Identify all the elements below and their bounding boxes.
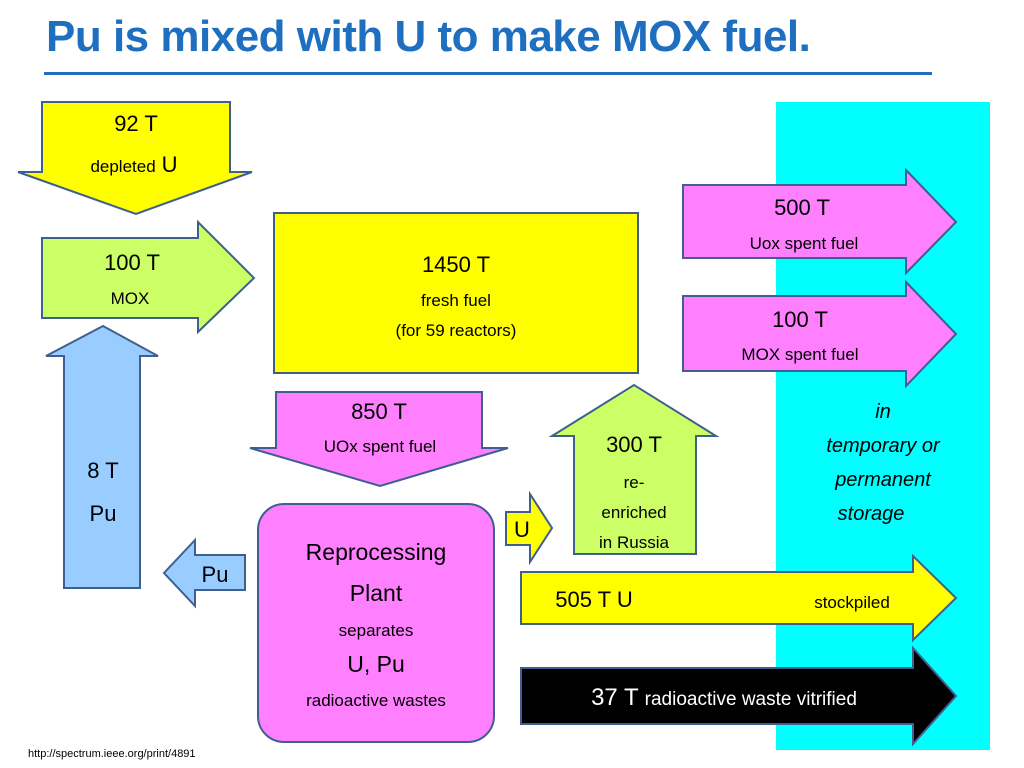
reprocessing-line-4: U, Pu (347, 651, 405, 677)
uox-spent-fuel-down-arrow-shape (249, 391, 509, 488)
reprocessing-plant-box: Reprocessing Plant separates U, Pu radio… (257, 503, 495, 743)
uox-spent-fuel-down-amount: 850 T (351, 399, 407, 424)
uranium-right-arrow-shape (505, 490, 554, 566)
plutonium-left-label: Pu (202, 562, 229, 587)
plutonium-up-amount: 8 T (87, 458, 118, 483)
fresh-fuel-amount: 1450 T (422, 252, 490, 277)
reenriched-amount: 300 T (606, 432, 662, 457)
reprocessing-line-3: separates (339, 621, 414, 640)
depleted-uranium-amount: 92 T (114, 111, 158, 136)
plutonium-left-arrow-shape (162, 537, 246, 609)
storage-label: in temporary or permanent storage (826, 401, 941, 525)
mox-input-arrow-shape (41, 219, 256, 335)
fresh-fuel-line-2: (for 59 reactors) (396, 321, 517, 340)
plutonium-left-arrow: Pu (162, 537, 246, 609)
storage-line-4: storage (838, 503, 905, 525)
stockpiled-uranium-arrow: 505 T U stockpiled (520, 553, 958, 643)
source-url: http://spectrum.ieee.org/print/4891 (28, 748, 196, 760)
depleted-uranium-arrow-shape (17, 101, 253, 216)
title-underline (44, 72, 932, 75)
mox-spent-fuel-output-arrow: 100 T MOX spent fuel (682, 279, 958, 389)
reprocessing-line-5: radioactive wastes (306, 691, 446, 710)
fresh-fuel-box: 1450 T fresh fuel (for 59 reactors) (273, 212, 639, 374)
mox-spent-fuel-output-desc: MOX spent fuel (741, 345, 858, 364)
reenriched-line-2: enriched (601, 503, 666, 522)
uox-spent-fuel-output-amount: 500 T (774, 195, 830, 220)
mox-input-arrow: 100 T MOX (41, 219, 256, 335)
plutonium-up-desc: Pu (90, 501, 117, 526)
mox-spent-fuel-output-arrow-shape (682, 279, 958, 389)
reenriched-line-1: re- (624, 473, 645, 492)
uox-spent-fuel-output-arrow-shape (682, 167, 958, 276)
reprocessing-plant-box-shape (257, 503, 495, 743)
reenriched-up-arrow-shape (548, 383, 720, 555)
reprocessing-line-1: Reprocessing (306, 539, 447, 565)
mox-spent-fuel-output-amount: 100 T (772, 307, 828, 332)
storage-line-1: in (875, 401, 891, 423)
reenriched-up-arrow: 300 T re- enriched in Russia (548, 383, 720, 555)
fresh-fuel-line-1: fresh fuel (421, 291, 491, 310)
reprocessing-line-2: Plant (350, 580, 403, 606)
uranium-right-label: U (514, 517, 530, 542)
stockpiled-uranium-desc: stockpiled (814, 593, 890, 612)
mox-input-amount: 100 T (104, 250, 160, 275)
mox-input-desc: MOX (111, 289, 150, 308)
storage-line-3: permanent (834, 469, 932, 491)
plutonium-up-arrow-shape (45, 324, 159, 589)
uranium-right-arrow: U (505, 490, 554, 566)
vitrified-waste-arrow-shape (520, 645, 958, 747)
fresh-fuel-box-shape (273, 212, 639, 374)
uox-spent-fuel-output-desc: Uox spent fuel (750, 234, 859, 253)
reenriched-line-3: in Russia (599, 533, 669, 552)
stockpiled-uranium-amount: 505 T U (555, 587, 632, 612)
uox-spent-fuel-down-arrow: 850 T UOx spent fuel (249, 391, 509, 488)
stockpiled-uranium-arrow-shape (520, 553, 958, 643)
plutonium-up-arrow: 8 T Pu (45, 324, 159, 589)
uox-spent-fuel-output-arrow: 500 T Uox spent fuel (682, 167, 958, 276)
uox-spent-fuel-down-desc: UOx spent fuel (324, 437, 436, 456)
storage-line-2: temporary or (826, 435, 941, 457)
slide-title: Pu is mixed with U to make MOX fuel. (46, 12, 811, 61)
